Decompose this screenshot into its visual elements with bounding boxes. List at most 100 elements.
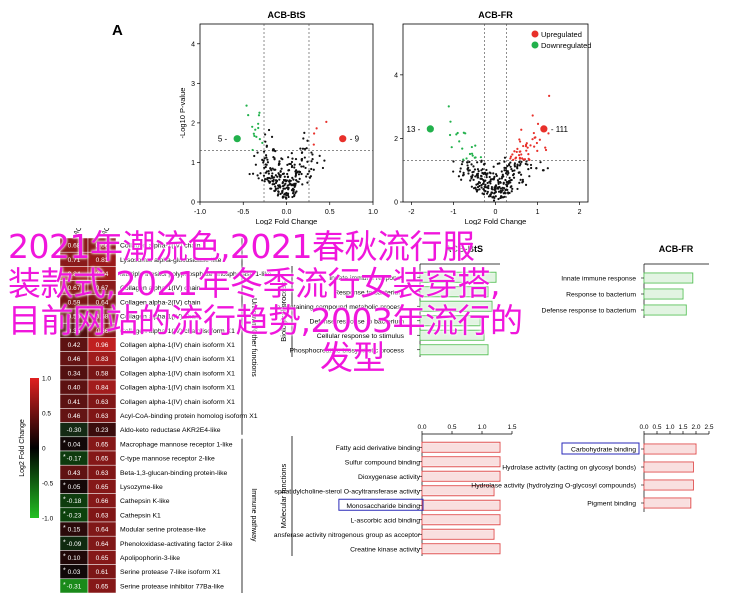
scatter-point	[272, 149, 275, 152]
heatmap-row-label: Cathepsin K-like	[120, 498, 170, 505]
scatter-point	[538, 138, 541, 141]
go-term-label: Dioxygenase activity	[358, 474, 421, 481]
scatter-point	[492, 199, 496, 202]
scatter-point	[267, 128, 271, 132]
scatter-point	[501, 173, 504, 176]
scatter-point	[518, 150, 521, 153]
scatter-point	[287, 169, 291, 172]
scatter-point	[478, 188, 481, 191]
heatmap-value: 0.83	[96, 356, 109, 363]
heatmap-row-label: Phenoloxidase-activating factor 2-like	[120, 541, 233, 548]
scatter-point	[257, 177, 260, 180]
significance-star: *	[63, 497, 66, 504]
scatter-point	[278, 178, 281, 181]
scatter-point	[458, 140, 461, 143]
scatter-point	[294, 170, 297, 173]
heatmap-value: 0.67	[96, 285, 109, 292]
scatter-point	[520, 153, 523, 156]
heatmap-value: 0.67	[68, 285, 81, 292]
heatmap-value: 0.64	[96, 541, 109, 548]
color-scale-tick: -1.0	[42, 516, 54, 523]
upregulated-count: - 111	[551, 125, 569, 134]
scatter-point	[293, 193, 296, 196]
go-term-label: Fatty acid derivative binding	[336, 445, 420, 452]
scatter-point	[293, 163, 296, 166]
heatmap-value: 0.84	[96, 271, 109, 278]
scatter-point	[271, 167, 274, 170]
scatter-point	[507, 171, 510, 175]
scatter-point	[471, 154, 474, 157]
scatter-point	[321, 166, 325, 170]
heatmap-value: 0.63	[96, 413, 109, 420]
scatter-point	[288, 162, 291, 166]
scatter-point	[280, 167, 283, 170]
go-term-label: Response to bacterium	[566, 292, 636, 299]
scatter-point	[277, 162, 281, 165]
scatter-point	[286, 175, 290, 178]
go-bar-fill	[421, 345, 487, 354]
go-term-label: Monosaccharide binding	[346, 503, 420, 510]
go-bar-fill	[423, 544, 499, 553]
scatter-point	[505, 183, 508, 186]
go-term-label: Phosphatidylcholine-sterol O-acyltransfe…	[274, 488, 421, 495]
scatter-point	[292, 178, 295, 181]
scatter-point	[265, 144, 268, 147]
scatter-point	[539, 161, 542, 164]
scatter-point	[294, 172, 298, 175]
volcano-title: ACB-FR	[478, 10, 513, 20]
scatter-point	[519, 162, 522, 166]
significance-star: *	[63, 568, 66, 575]
upregulated-marker	[339, 135, 347, 143]
heatmap-value: 0.58	[96, 314, 109, 321]
x-tick-label: -2	[408, 209, 414, 216]
heatmap-value: 0.84	[68, 271, 81, 278]
scatter-point	[516, 187, 519, 191]
scatter-point	[480, 183, 483, 187]
heatmap-value: -0.23	[67, 512, 82, 519]
go-term-label: Hydrolase activity (hydrolyzing O-glycos…	[471, 483, 636, 490]
scatter-point	[450, 146, 453, 149]
panel-label: A	[112, 22, 123, 39]
scatter-point	[486, 190, 489, 193]
heatmap-row-label: Serine protease inhibitor 77Ba-like	[120, 583, 224, 590]
scatter-point	[520, 160, 523, 163]
heatmap-value: 0.46	[68, 413, 81, 420]
go-axis-tick-label: 1.0	[477, 424, 486, 431]
scatter-point	[256, 174, 259, 177]
scatter-point	[251, 172, 255, 175]
go-term-label: Carbohydrate binding	[571, 447, 636, 454]
upregulated-count: - 9	[350, 135, 360, 144]
scatter-point	[493, 175, 496, 178]
y-tick-label: 2	[191, 120, 195, 127]
scatter-point	[448, 133, 452, 137]
go-bar-fill	[645, 481, 693, 489]
significance-star: *	[63, 582, 66, 589]
scatter-point	[481, 182, 485, 186]
scatter-point	[256, 151, 259, 154]
go-bar-fill	[645, 463, 693, 471]
scatter-point	[277, 193, 280, 196]
significance-star: *	[63, 539, 66, 546]
x-tick-label: 0.0	[282, 209, 292, 216]
scatter-point	[282, 187, 285, 190]
scatter-point	[529, 144, 532, 147]
scatter-point	[544, 146, 547, 149]
scatter-point	[462, 171, 465, 175]
volcano-title: ACB-BtS	[268, 10, 306, 20]
scatter-point	[292, 190, 295, 193]
scatter-point	[294, 157, 298, 161]
scatter-point	[308, 170, 311, 173]
go-bar-fill	[421, 287, 487, 296]
scatter-point	[261, 158, 264, 161]
scatter-point	[285, 191, 288, 195]
downregulated-marker	[426, 125, 434, 133]
scatter-point	[517, 171, 521, 174]
scatter-point	[493, 196, 496, 200]
scatter-point	[272, 180, 275, 183]
scatter-point	[283, 187, 287, 190]
scatter-point	[294, 191, 297, 194]
scatter-point	[287, 195, 290, 199]
go-term-label: Pigment binding	[587, 501, 636, 508]
scatter-point	[521, 180, 525, 183]
scatter-point	[511, 169, 514, 173]
